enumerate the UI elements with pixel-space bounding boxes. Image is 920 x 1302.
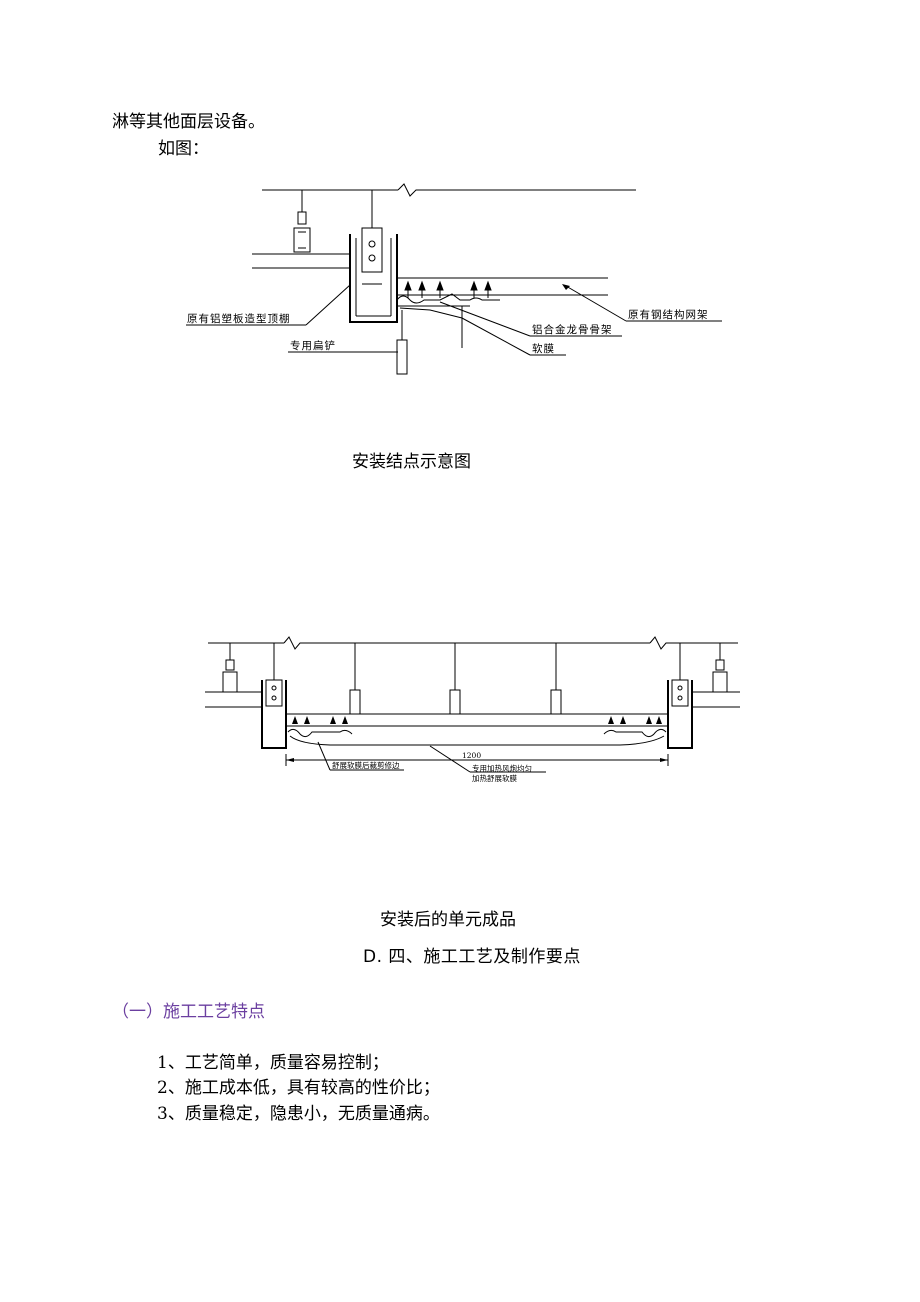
label-trim: 舒展软膜后裁剪修边 bbox=[332, 760, 400, 770]
as-shown-text: 如图： bbox=[158, 139, 209, 159]
label-ceiling: 原有铝塑板造型顶棚 bbox=[187, 312, 291, 325]
subsection-title: （一）施工工艺特点 bbox=[112, 1002, 265, 1022]
list-item: 2、施工成本低，具有较高的性价比； bbox=[157, 1078, 440, 1098]
list-item: 1、工艺简单，质量容易控制； bbox=[157, 1053, 389, 1073]
installation-node-diagram: 原有铝塑板造型顶棚 专用扁铲 铝合金龙骨骨架 软膜 原有钢结构网架 bbox=[186, 183, 722, 375]
figure2-caption: 安装后的单元成品 bbox=[380, 910, 516, 930]
label-heat-line2: 加热舒展软膜 bbox=[472, 773, 517, 783]
dimension-1200: 1200 bbox=[462, 751, 481, 760]
label-heat-line1: 专用加热风炮均匀 bbox=[472, 763, 532, 773]
label-steel-frame: 原有钢结构网架 bbox=[628, 308, 709, 321]
list-item: 3、质量稳定，隐患小，无质量通病。 bbox=[157, 1104, 440, 1124]
label-film: 软膜 bbox=[532, 342, 555, 355]
label-keel: 铝合金龙骨骨架 bbox=[532, 323, 613, 336]
paragraph-tail: 淋等其他面层设备。 bbox=[112, 112, 265, 132]
section-heading-d: D. 四、施工工艺及制作要点 bbox=[363, 947, 581, 967]
figure1-caption: 安装结点示意图 bbox=[352, 452, 471, 472]
label-spatula: 专用扁铲 bbox=[290, 339, 336, 352]
